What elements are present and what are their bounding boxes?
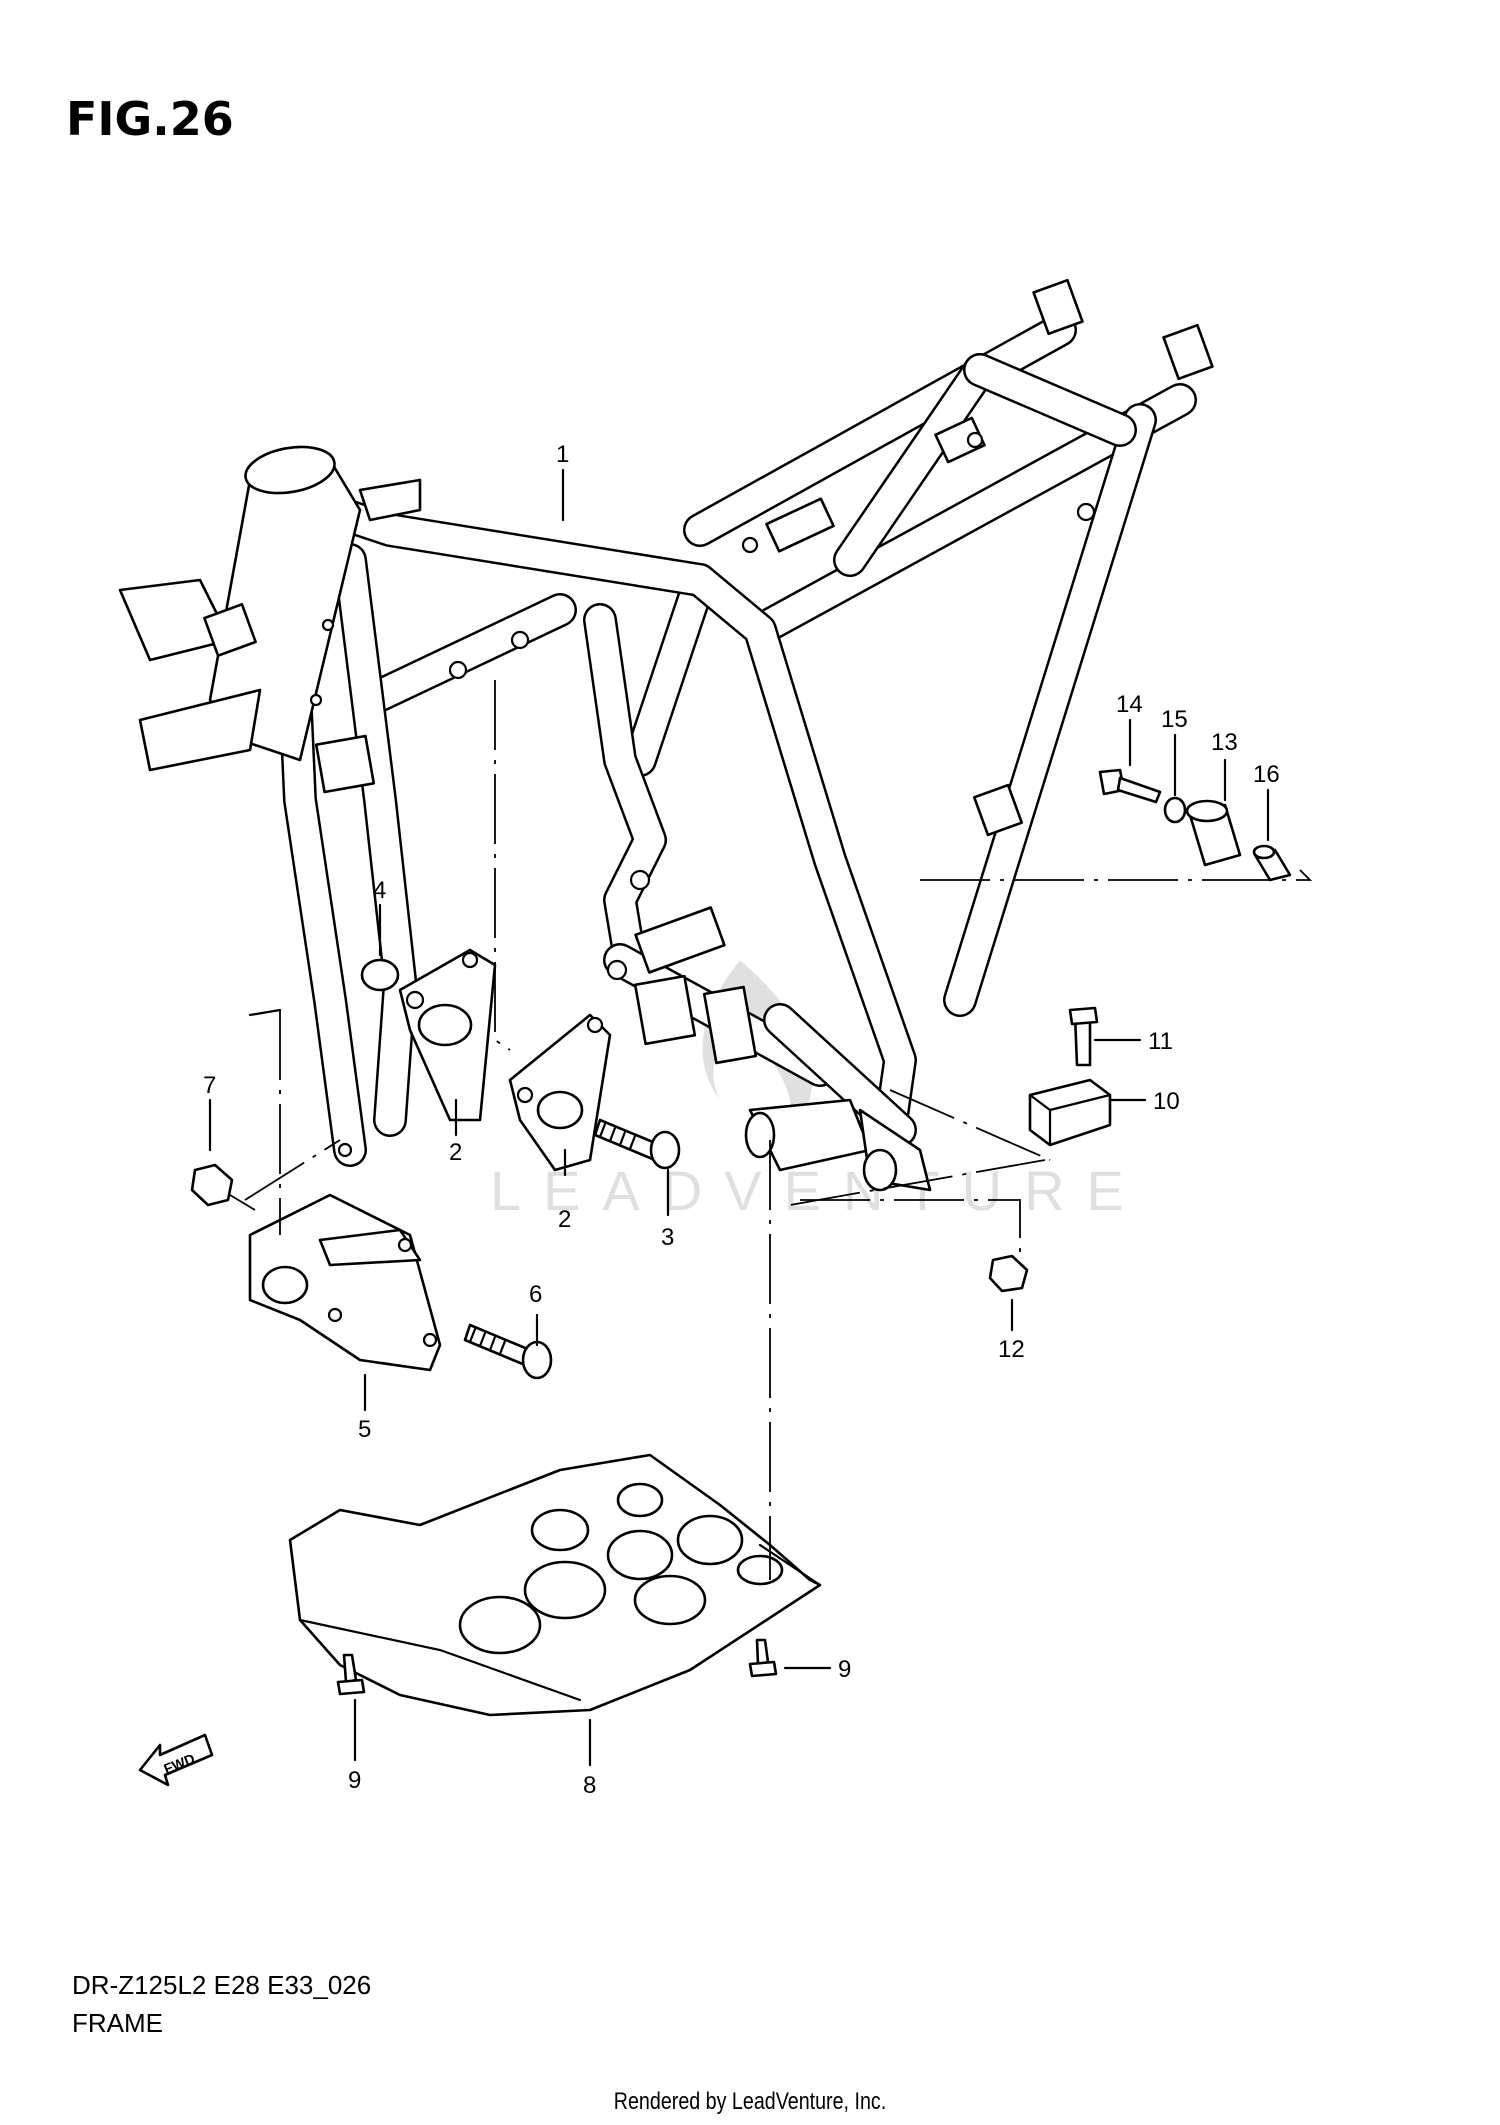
bolt-6: [463, 1323, 553, 1380]
bolt-14: [1098, 768, 1162, 804]
washer-15: [1163, 796, 1187, 824]
callout-1: 1: [556, 441, 569, 468]
callout-12: 12: [998, 1336, 1025, 1363]
engine-mount-right: [508, 1013, 612, 1172]
figure-title: FIG.26: [66, 92, 234, 146]
nut-12: [988, 1254, 1029, 1293]
screw-9-right: [748, 1638, 778, 1678]
watermark-text: LEADVENTURE: [490, 1159, 1146, 1222]
callout-9a: 9: [348, 1767, 361, 1794]
callout-16: 16: [1253, 761, 1280, 788]
screw-9-left: [336, 1653, 366, 1696]
skid-plate-8: [288, 1453, 822, 1717]
callout-10: 10: [1153, 1088, 1180, 1115]
callout-9b: 9: [838, 1656, 851, 1683]
engine-mount-left: [398, 948, 497, 1122]
footer-credit: Rendered by LeadVenture, Inc.: [613, 2088, 887, 2115]
callout-7: 7: [203, 1072, 216, 1099]
model-code: DR-Z125L2 E28 E33_026: [72, 1970, 372, 2000]
callout-8: 8: [583, 1772, 596, 1799]
callout-5: 5: [358, 1416, 371, 1443]
callout-2b: 2: [558, 1206, 571, 1233]
callout-14: 14: [1116, 691, 1143, 718]
callout-6: 6: [529, 1281, 542, 1308]
callout-11: 11: [1148, 1028, 1173, 1055]
fwd-arrow-icon: FWD: [138, 1733, 214, 1787]
frame-main: [118, 278, 1214, 1192]
block-10: [1028, 1078, 1112, 1147]
nut-7: [190, 1163, 234, 1207]
collar-16: [1252, 844, 1292, 882]
callouts: 1 2 2 3 4 5 6 7 8 9 9 10 11 12 13 14 15 …: [203, 441, 1280, 1799]
callout-3: 3: [661, 1224, 674, 1251]
callout-2a: 2: [449, 1139, 462, 1166]
collar-4: [360, 958, 400, 992]
leader-lines: [208, 468, 1313, 1767]
damper-13: [1185, 799, 1242, 867]
section-name: FRAME: [72, 2008, 163, 2038]
callout-13: 13: [1211, 729, 1238, 756]
bracket-5: [248, 1193, 442, 1372]
bolt-11: [1068, 1006, 1099, 1067]
callout-4: 4: [373, 877, 386, 904]
bolt-3: [593, 1118, 681, 1170]
callout-15: 15: [1161, 706, 1188, 733]
